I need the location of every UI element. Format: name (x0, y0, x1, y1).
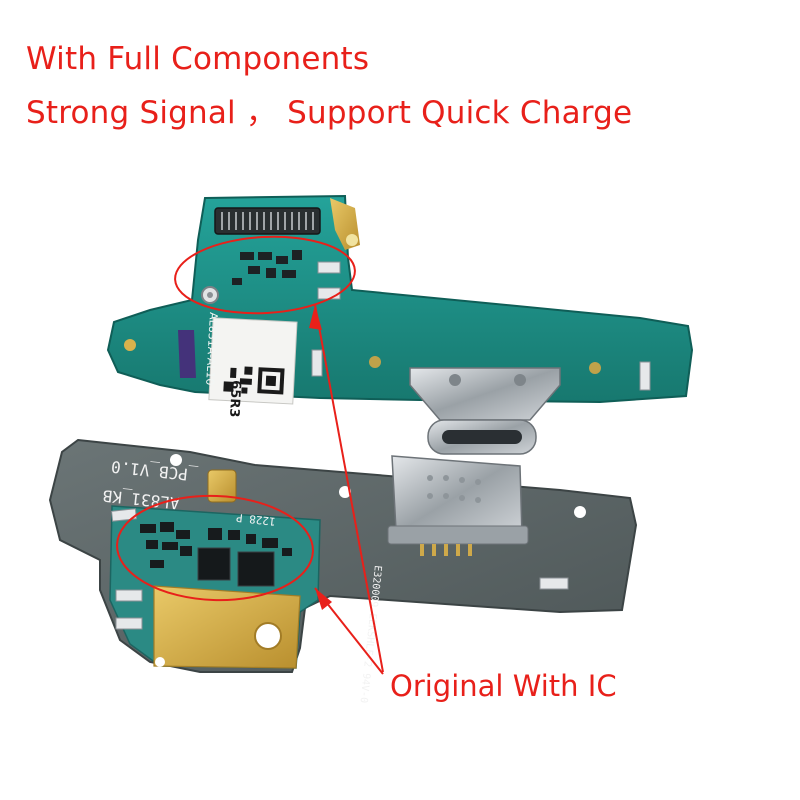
contact-pad (317, 261, 341, 274)
arrowhead-bottom (315, 588, 332, 610)
mounting-hole (589, 362, 601, 374)
mounting-hole (170, 454, 182, 466)
board-bottom-silkscreen-small: 1228 P (235, 511, 276, 528)
ic-chip (237, 551, 275, 587)
smd-components-top (232, 250, 302, 285)
ic-chip (197, 547, 231, 581)
charging-port-board-bottom: _PCB_V1.0 AL831_KB 1228 P E320009 EEKSHL… (48, 438, 638, 704)
contact-pad (115, 589, 143, 602)
fpc-connector (214, 207, 321, 235)
contact-pad (110, 508, 138, 522)
contact-pad (317, 287, 341, 300)
highlight-ellipse-bottom (116, 494, 314, 602)
mounting-hole (346, 234, 358, 246)
contact-pad (539, 577, 569, 590)
mounting-hole (155, 657, 165, 667)
qr-label (208, 317, 298, 405)
microphone (207, 469, 237, 503)
arrowhead-top (309, 305, 322, 330)
mounting-hole (254, 622, 282, 650)
callout-label: Original With IC (390, 669, 617, 703)
pointer-line-top (314, 304, 384, 673)
board-top-silkscreen-model: AL831A-AL10 (203, 312, 220, 386)
mounting-hole (574, 506, 586, 518)
contact-pad (639, 361, 651, 391)
contact-pad (115, 617, 143, 630)
smd-components-bottom (140, 522, 292, 568)
usb-c-port-bottom (387, 455, 529, 556)
usb-c-port-top (409, 367, 561, 455)
board-top-label-code: 65R3 (226, 380, 243, 418)
charging-port-board-top: 65R3 AL831A-AL10 (106, 194, 694, 455)
headline-line-1: With Full Components (26, 41, 370, 77)
mounting-hole (339, 486, 351, 498)
mounting-hole (124, 339, 136, 351)
fpc-connector-pins (221, 212, 314, 230)
adhesive-strip (178, 330, 196, 378)
contact-pad (311, 349, 323, 377)
arrowheads (309, 305, 332, 610)
headline-line-2: Strong Signal ， Support Quick Charge (26, 95, 633, 131)
highlight-ellipse-top (174, 235, 356, 315)
mounting-hole (369, 356, 381, 368)
